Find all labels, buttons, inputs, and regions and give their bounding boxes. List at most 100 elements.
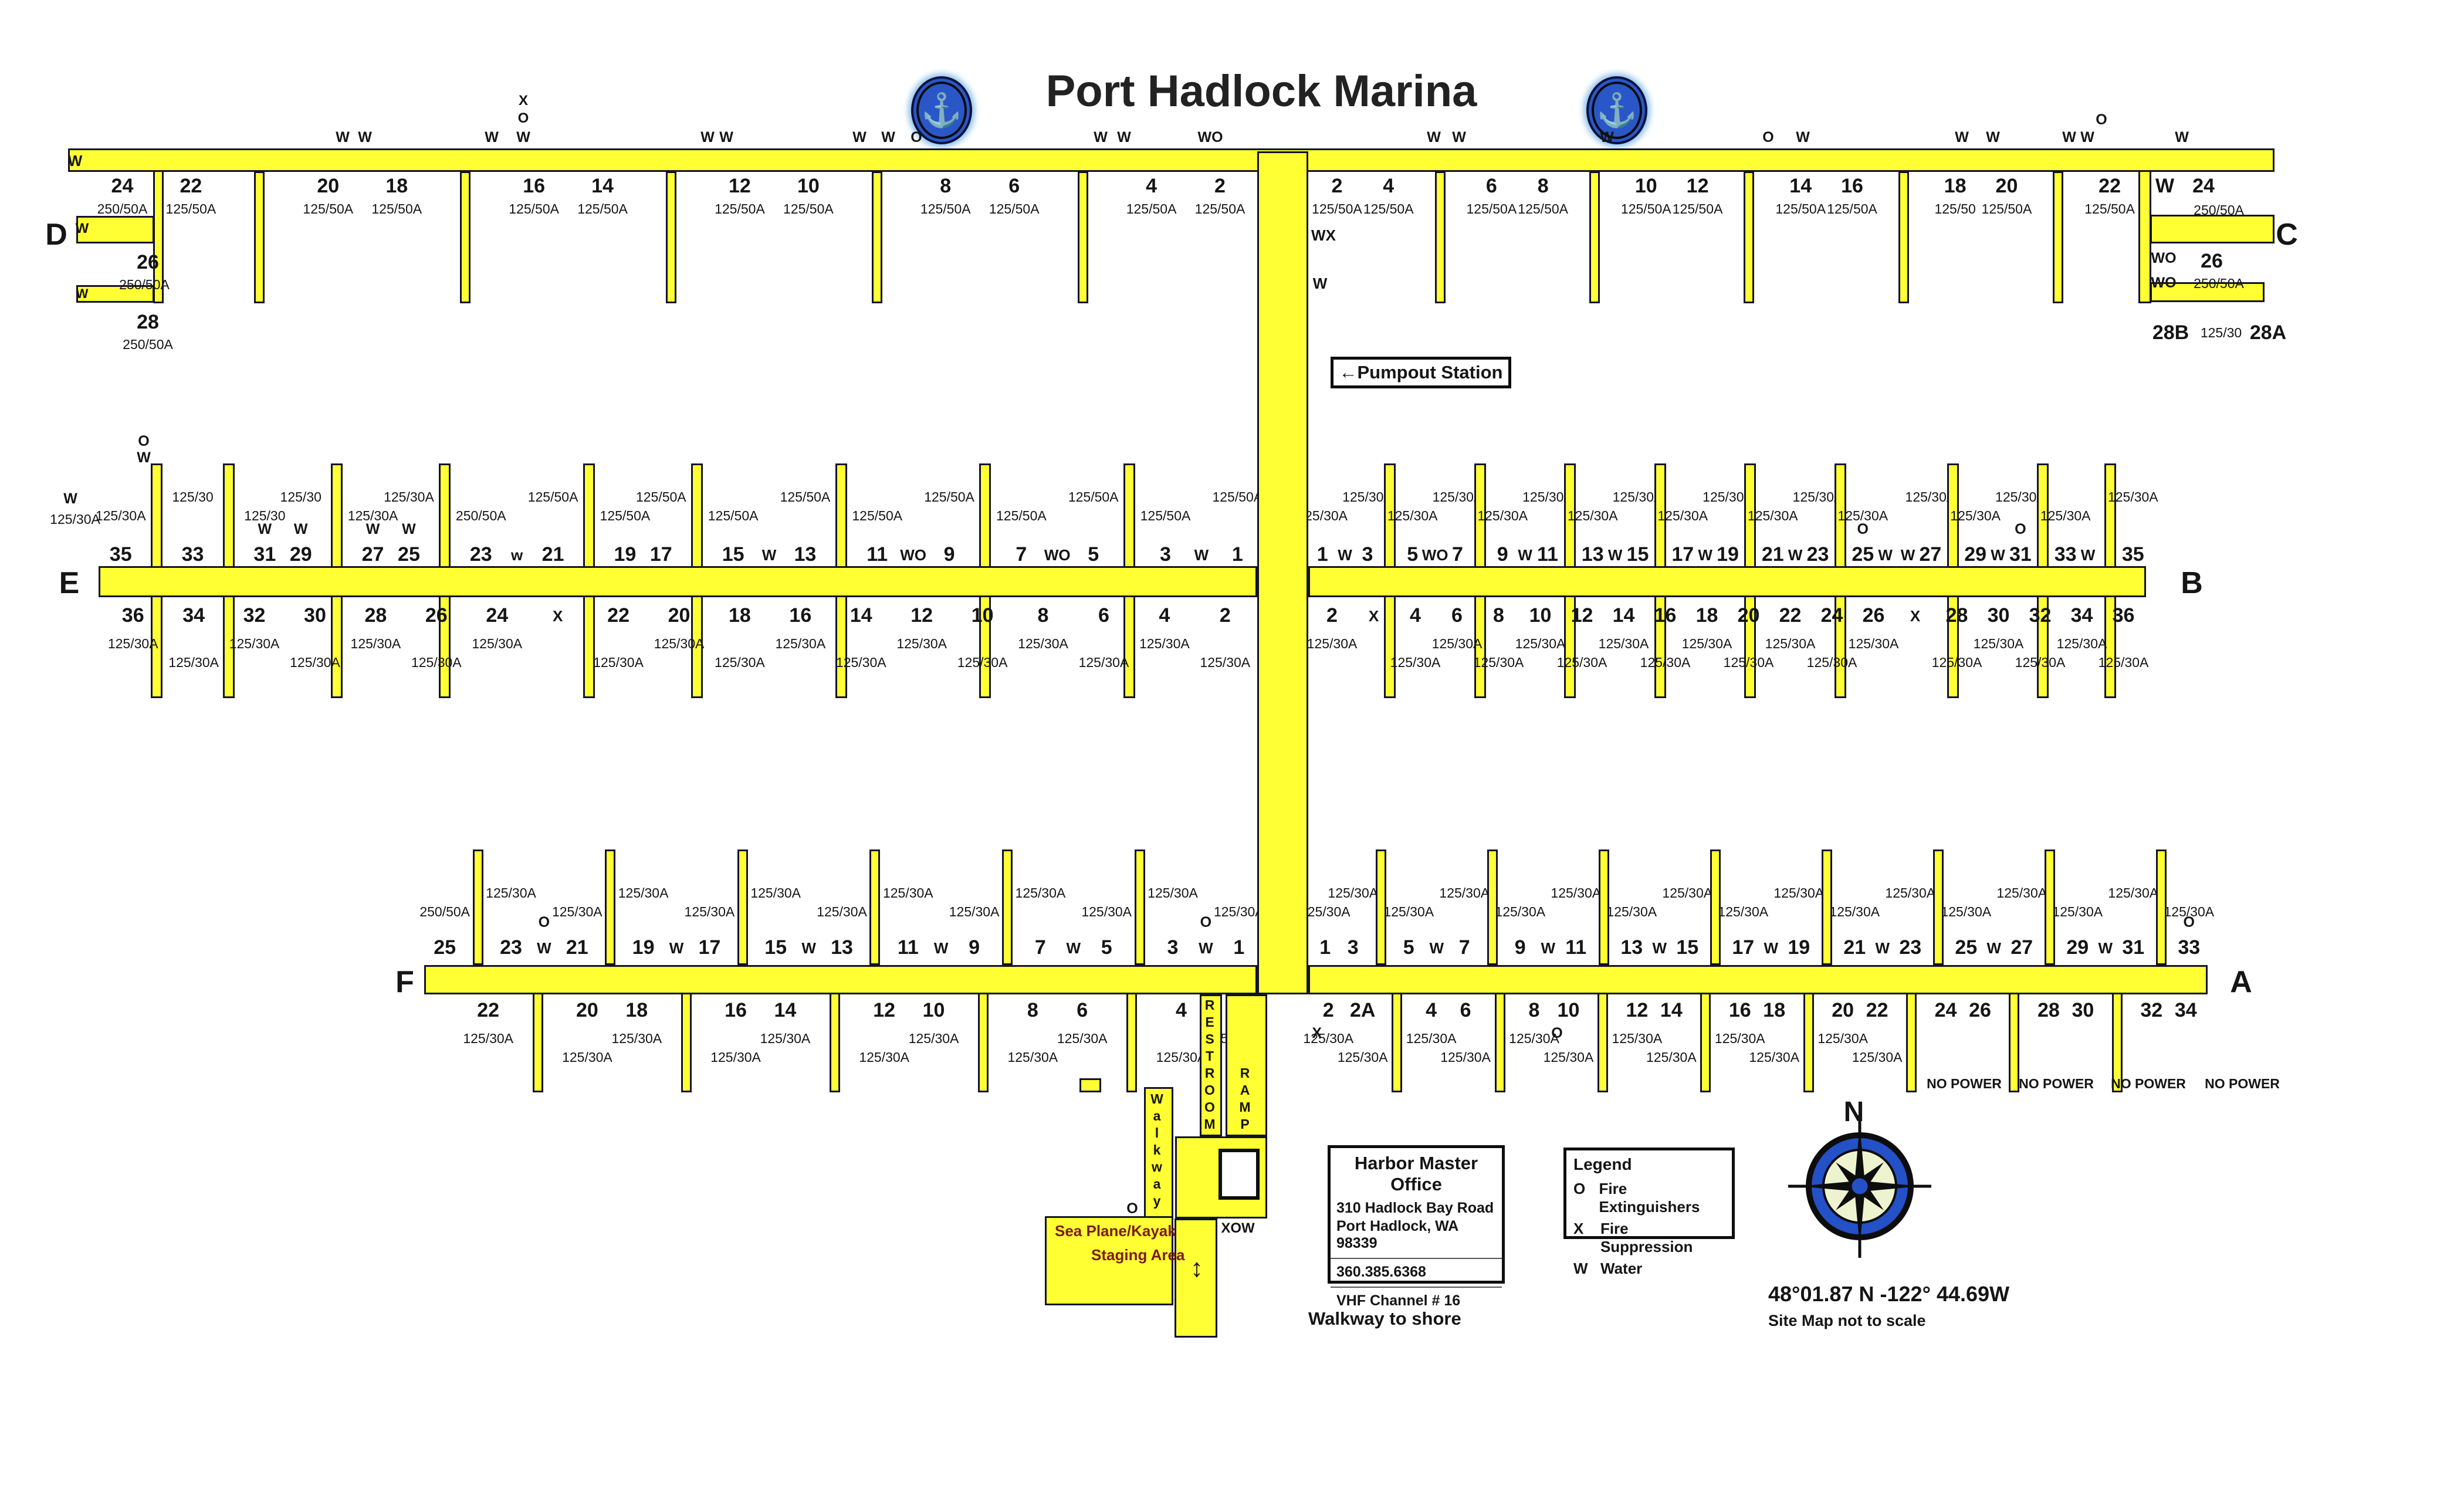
seaplane-label-2: Staging Area [1091,1246,1185,1264]
power-label: 125/50A [1363,201,1414,216]
harbor-master-phone: 360.385.6368 [1336,1264,1426,1280]
fire-ext-marker: O [517,110,529,126]
slip-label: 25 [1955,936,1978,959]
slip-label: 19 [632,936,655,959]
ramp-arrow-icon: ↕ [1190,1254,1203,1282]
slip-label: 15 [722,543,744,566]
finger-pier [1392,993,1403,1092]
power-label: 125/30A [384,489,434,505]
slip-label: 28A [2249,321,2287,344]
amenity-marker: W [1900,546,1915,564]
slip-label: 22 [607,604,629,627]
finger-pier [1744,171,1755,303]
water-marker: W [75,221,89,236]
water-fire-marker: WO [1197,129,1223,145]
slip-label: 20 [576,999,598,1021]
finger-pier [1589,171,1600,303]
dock-letter-f: F [395,965,414,999]
slip-label: 12 [1686,175,1709,197]
power-label: 125/30A [684,904,735,919]
power-label: 125/30A [1473,655,1524,670]
power-label: 125/30A [1387,508,1438,523]
power-label: 125/50A [1312,201,1362,216]
power-label: 125/30A [1432,489,1483,505]
power-label: 125/30A [1765,636,1816,651]
slip-label: 17 [1732,936,1755,959]
power-label: 125/30A [1703,489,1753,505]
slip-label: 18 [728,604,751,627]
power-label: 125/30A [1931,655,1982,670]
slip-label: 10 [1529,604,1552,627]
top-dock-bar [68,148,2275,172]
ramp-vertical-label: M [1239,1099,1251,1115]
finger-pier [1494,993,1505,1092]
slip-label: 17 [1671,543,1694,566]
slip-label: 16 [1654,604,1677,627]
slip-label: 15 [1676,936,1699,959]
power-label: 125/50A [509,201,559,216]
slip-label: 24 [2192,175,2215,197]
slip-label: 21 [1843,936,1866,959]
power-label: 125/30A [1200,655,1251,670]
amenity-marker: w [511,546,523,564]
slip-label: 18 [1695,604,1718,627]
walkway-strip [1144,1087,1173,1219]
slip-label: 9 [1497,543,1508,566]
walkway-vertical-label: w [1152,1159,1162,1175]
seaplane-label-1: Sea Plane/Kayak [1055,1222,1176,1240]
power-label: 125/30A [896,636,947,651]
slip-label: 28 [1945,604,1968,627]
slip-label: 26 [425,604,448,627]
power-label: 125/30A [817,904,867,919]
slip-label: 9 [943,543,955,566]
slip-label: 36 [2112,604,2135,627]
power-label: 125/30A [593,655,644,670]
slip-label: 36 [121,604,144,627]
power-label: 125/30A [1848,636,1899,651]
power-label: 125/30A [710,1050,761,1065]
slip-label: 14 [849,604,872,627]
power-label: 125/50A [635,489,686,505]
power-label: 125/30A [168,655,219,670]
slip-label: 4 [1146,175,1157,197]
walkway-vertical-label: a [1153,1176,1161,1192]
power-label: 125/30A [750,885,801,901]
walkway-vertical-label: l [1155,1125,1159,1140]
finger-pier [532,993,543,1092]
slip-label: 11 [1536,543,1558,566]
slip-label: 34 [2070,604,2093,627]
f-dock-bar [424,965,1257,994]
slip-label: 14 [774,999,797,1021]
slip-label: 6 [1077,999,1088,1021]
scale-note-label: Site Map not to scale [1768,1312,1926,1329]
compass-north-label: N [1843,1096,1864,1128]
finger-pier [460,171,471,303]
slip-label: 4 [1159,604,1170,627]
finger-pier [254,171,265,303]
power-label: 125/50A [371,201,422,216]
power-label: 125/50A [1140,508,1191,523]
slip-label: 2 [1322,999,1334,1021]
power-label: 125/30A [1718,904,1769,919]
water-marker: W [63,490,77,507]
slip-label: 5 [1088,543,1099,566]
slip-label: 1 [1316,543,1328,566]
slip-label: 31 [2122,936,2145,959]
pumpout-station-label: ←Pumpout Station [1339,362,1503,383]
power-label: 125/30A [1543,1050,1594,1065]
power-label: 125/50A [2084,201,2135,216]
power-label: 125/30A [949,904,1000,919]
slip-label: 26 [2201,250,2223,272]
finger-pier [2044,849,2055,965]
slip-label: 34 [2174,999,2197,1021]
main-pier-spine [1257,151,1308,994]
slip-label: 22 [1779,604,1802,627]
amenity-marker: W [1541,939,1556,957]
power-label: 125/50A [577,201,628,216]
harbor-master-name: Harbor Master [1354,1153,1478,1173]
slip-label: 3 [1347,936,1359,959]
slip-label: 20 [1737,604,1760,627]
slip-label: 4 [1383,175,1395,197]
power-label: 125/30A [1139,636,1190,651]
slip-label: 13 [794,543,817,566]
